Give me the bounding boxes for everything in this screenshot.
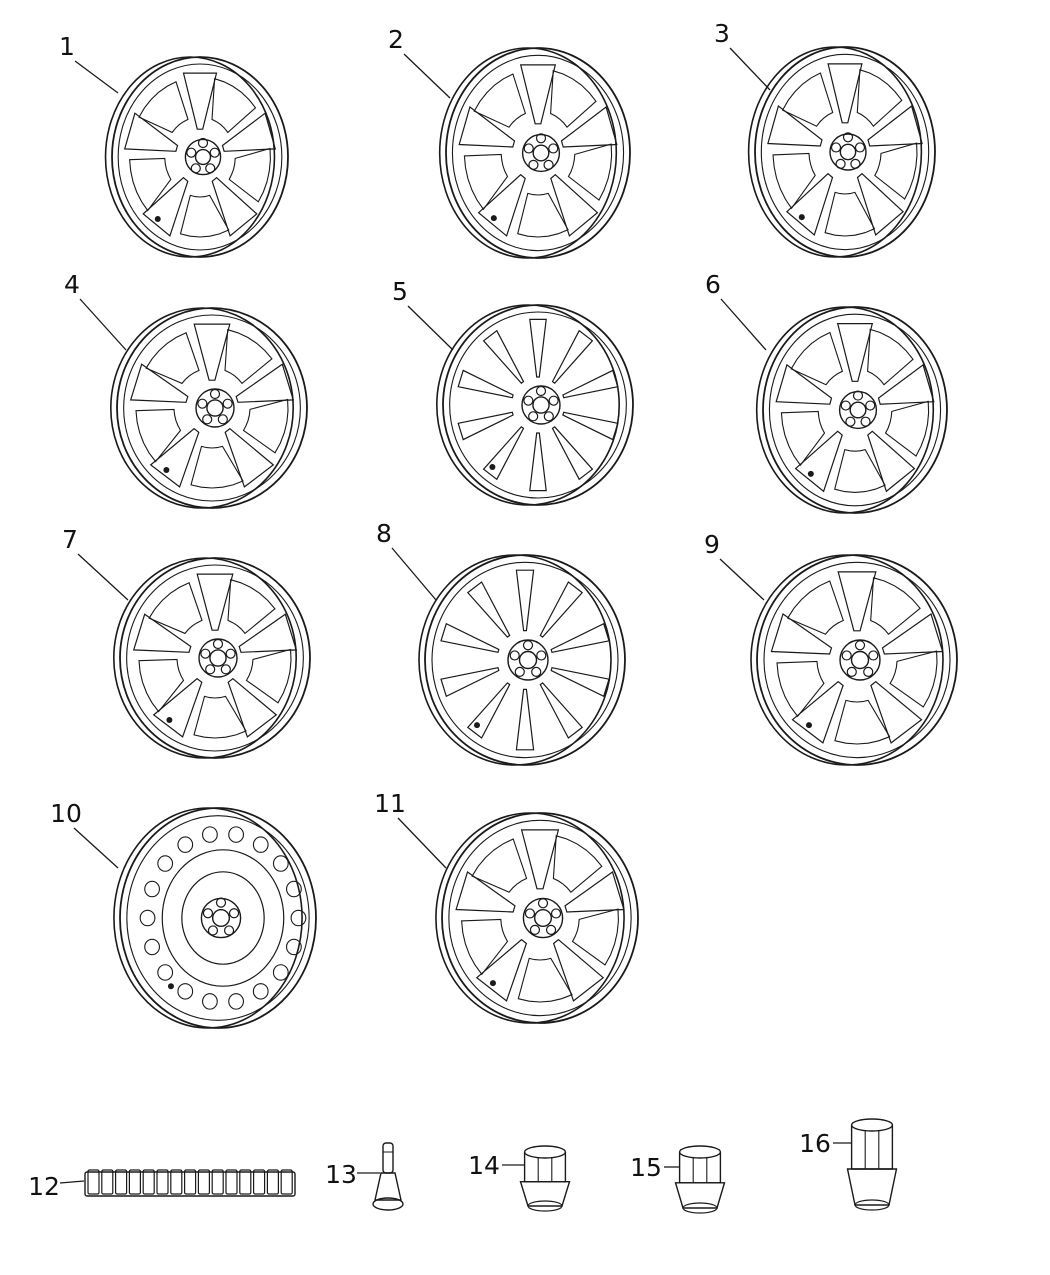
wheel-4	[110, 307, 308, 509]
valve-stem	[372, 1142, 404, 1211]
leader-line	[79, 298, 127, 351]
leader-line	[719, 558, 765, 601]
leader-line	[720, 298, 767, 351]
callout-number: 9	[704, 530, 720, 559]
leader-line	[73, 827, 119, 869]
callout-number: 4	[64, 270, 80, 299]
callout-number: 7	[62, 525, 78, 554]
lug-nut-14	[519, 1145, 571, 1212]
lug-nut-15	[674, 1145, 726, 1214]
leader-line	[397, 817, 447, 869]
wheel-3	[747, 46, 936, 258]
callout-number: 1	[59, 32, 75, 61]
callout-number: 15	[630, 1153, 662, 1182]
wheel-1	[104, 56, 289, 258]
callout-number: 11	[374, 789, 406, 818]
callout-number: 3	[714, 19, 730, 48]
lug-nut-16	[846, 1118, 898, 1211]
wheel-10	[113, 807, 317, 1029]
wheel-9	[750, 554, 958, 766]
wheel-5	[435, 304, 634, 506]
wheel-8	[418, 554, 626, 766]
leader-line	[729, 47, 771, 91]
wheel-6	[755, 306, 948, 514]
leader-line	[407, 305, 454, 351]
callout-number: 13	[325, 1160, 357, 1189]
callout-number: 14	[468, 1151, 500, 1180]
leader-line	[59, 1180, 85, 1184]
callout-number: 8	[376, 519, 392, 548]
balance-weight-strip	[84, 1169, 296, 1197]
leader-line	[77, 553, 129, 601]
wheel-11	[435, 812, 639, 1024]
wheel-2	[438, 47, 631, 259]
callout-number: 2	[388, 25, 404, 54]
leader-line	[74, 60, 119, 94]
callout-number: 6	[705, 270, 721, 299]
callout-number: 16	[799, 1129, 831, 1158]
leader-line	[391, 547, 437, 601]
callout-number: 12	[28, 1172, 60, 1201]
wheel-7	[113, 557, 311, 759]
leader-line	[403, 53, 451, 99]
callout-number: 5	[392, 277, 408, 306]
callout-number: 10	[50, 799, 82, 828]
